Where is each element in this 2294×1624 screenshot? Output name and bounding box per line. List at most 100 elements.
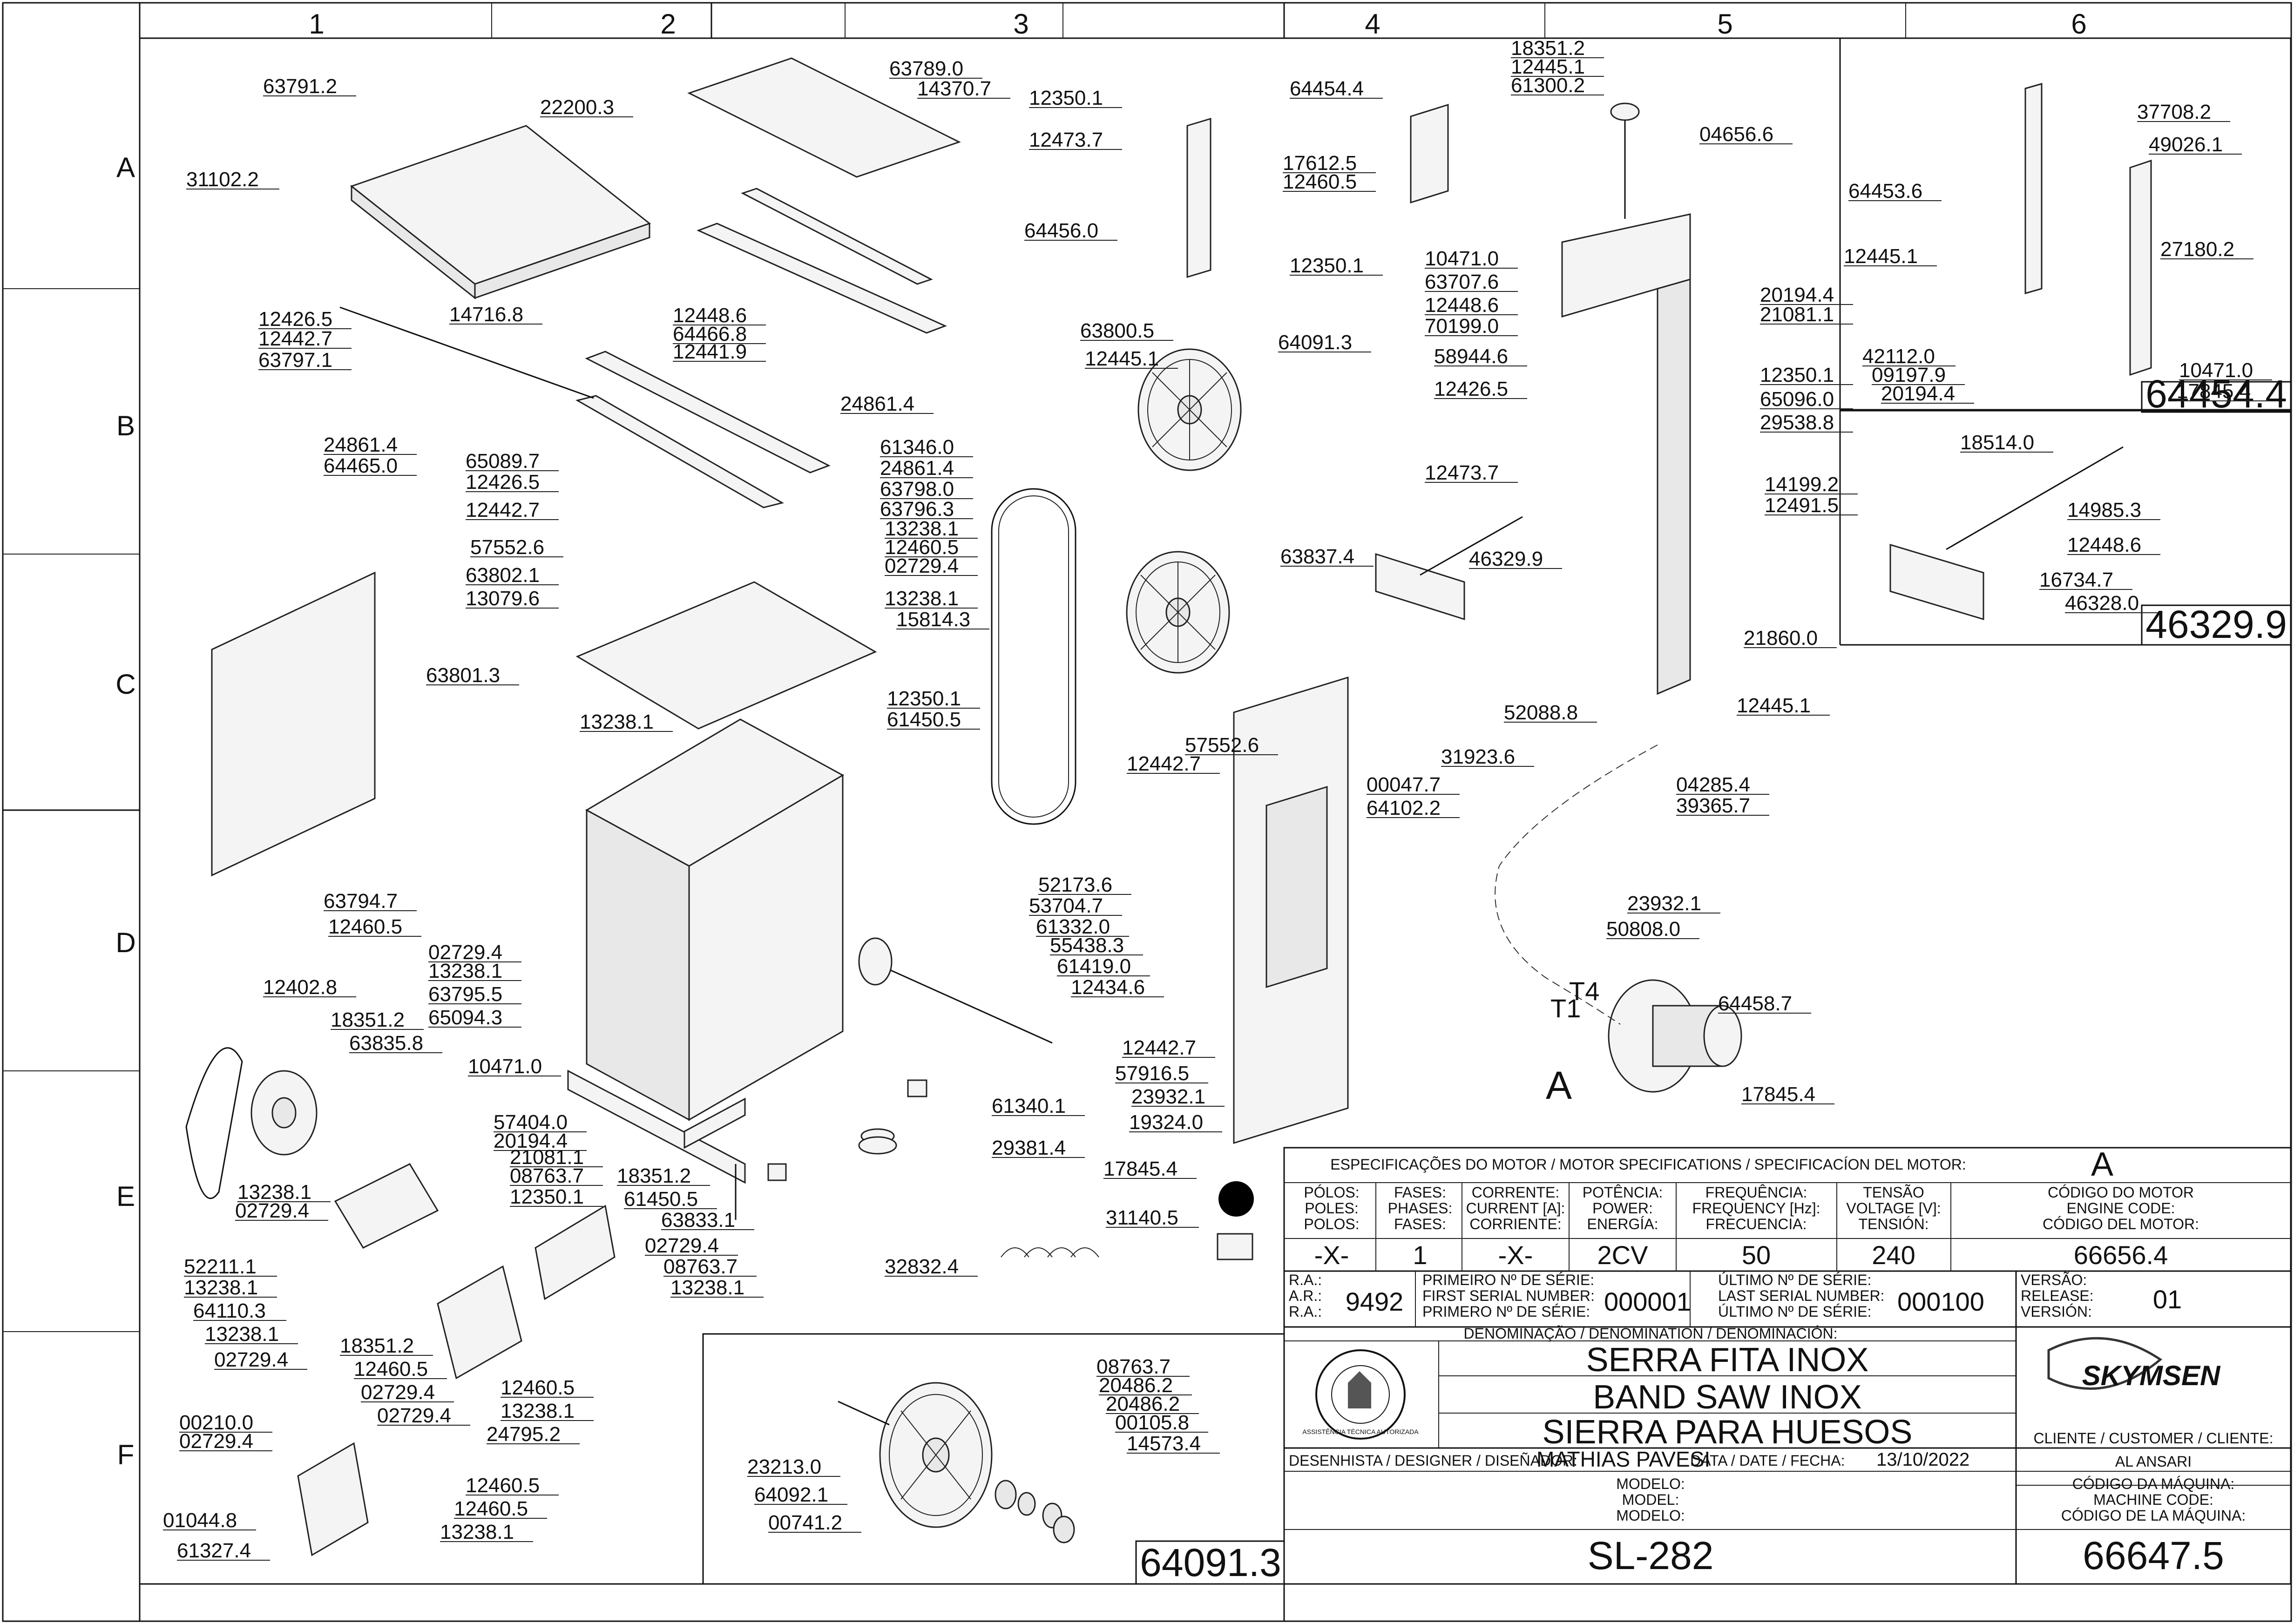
frequency-label-es: FRECUENCIA: (1706, 1216, 1807, 1232)
label-dot (1218, 1181, 1254, 1217)
callout-12445-1: 12445.1 (1737, 694, 1811, 717)
callout-64466-8: 64466.8 (673, 323, 747, 345)
rail-63800 (697, 223, 947, 334)
callout-57552-6: 57552.6 (470, 536, 544, 559)
callout-19324-0: 19324.0 (1129, 1111, 1203, 1134)
callout-42112-0: 42112.0 (1862, 345, 1935, 368)
ra-value: 9492 (1346, 1287, 1404, 1316)
callout-17845-4: 17845.4 (1741, 1083, 1815, 1106)
callout-12460-5: 12460.5 (1283, 170, 1357, 193)
callout-09197-9: 09197.9 (1872, 364, 1946, 386)
callout-02729-4: 02729.4 (179, 1430, 253, 1453)
callout-12442-7: 12442.7 (258, 327, 332, 350)
authorized-service-seal: ASSISTÊNCIA TÉCNICA AUTORIZADA (1302, 1349, 1419, 1440)
inset-id-pulley: 64091.3 (1140, 1541, 1281, 1584)
inset-pulley (838, 1382, 1075, 1543)
current-label-es: CORRIENTE: (1469, 1216, 1561, 1232)
callout-13238-1: 13238.1 (205, 1323, 279, 1346)
callout-20194-4: 20194.4 (494, 1130, 568, 1152)
callout-29381-4: 29381.4 (992, 1137, 1066, 1159)
callout-12448-6: 12448.6 (2067, 534, 2141, 556)
grid-row-b: B (116, 410, 135, 441)
callout-13238-1: 13238.1 (237, 1181, 311, 1204)
callout-14716-8: 14716.8 (449, 303, 523, 326)
bracket-e (334, 1163, 439, 1249)
callout-23932-1: 23932.1 (1627, 892, 1701, 915)
callout-65094-3: 65094.3 (428, 1006, 502, 1029)
ra-label-en: A.R.: (1289, 1287, 1322, 1304)
callout-31923-6: 31923.6 (1441, 745, 1515, 768)
base-plate (575, 581, 877, 730)
designer-value: MATHIAS PAVESI (1536, 1447, 1710, 1471)
callout-02729-4: 02729.4 (214, 1348, 288, 1371)
callout-23213-0: 23213.0 (747, 1455, 821, 1478)
callout-27180-2: 27180.2 (2160, 238, 2234, 261)
callout-12350-1: 12350.1 (510, 1185, 584, 1208)
rod-63797 (339, 306, 594, 399)
callout-20486-2: 20486.2 (1099, 1374, 1173, 1397)
callout-61419-0: 61419.0 (1057, 955, 1131, 978)
callout-02729-4: 02729.4 (361, 1381, 435, 1404)
callout-58944-6: 58944.6 (1434, 345, 1508, 368)
grid-row-a: A (116, 152, 135, 183)
machine-code-label-pt: CÓDIGO DA MÁQUINA: (2072, 1475, 2234, 1492)
callout-31140-5: 31140.5 (1106, 1206, 1178, 1229)
callout-63707-6: 63707.6 (1425, 271, 1499, 293)
callout-63802-1: 63802.1 (466, 564, 540, 587)
callout-12434-6: 12434.6 (1071, 976, 1145, 999)
drive-shaft (866, 958, 1053, 1044)
customer-label: CLIENTE / CUSTOMER / CLIENTE: (2033, 1430, 2273, 1447)
grid-row-c: C (115, 669, 135, 700)
callout-63795-5: 63795.5 (428, 983, 502, 1006)
power-value: 2CV (1597, 1240, 1649, 1270)
callout-12460-5: 12460.5 (885, 536, 959, 559)
callout-12426-5: 12426.5 (466, 471, 540, 494)
callout-20194-4: 20194.4 (1760, 284, 1834, 306)
callout-52088-8: 52088.8 (1504, 701, 1578, 724)
callout-64458-7: 64458.7 (1718, 992, 1792, 1015)
grid-col-1: 1 (309, 8, 324, 40)
callout-50808-0: 50808.0 (1606, 918, 1680, 941)
callout-65096-0: 65096.0 (1760, 388, 1834, 411)
callout-12426-5: 12426.5 (258, 308, 332, 331)
version-label-en: RELEASE: (2021, 1287, 2094, 1304)
frequency-label-en: FREQUENCY [Hz]: (1692, 1200, 1820, 1217)
callout-16734-7: 16734.7 (2039, 568, 2113, 591)
top-cover-tray (350, 125, 651, 285)
callout-22200-3: 22200.3 (540, 96, 614, 119)
voltage-label-es: TENSIÓN: (1858, 1216, 1929, 1232)
callout-64454-4: 64454.4 (1290, 77, 1364, 100)
callout-57916-5: 57916.5 (1115, 1062, 1189, 1085)
callout-21081-1: 21081.1 (1760, 303, 1834, 326)
callout-52211-1: 52211.1 (184, 1255, 257, 1278)
engine-code-value: 66656.4 (2074, 1240, 2168, 1270)
motor-letter: A (2091, 1146, 2113, 1183)
current-label-en: CURRENT [A]: (1466, 1200, 1565, 1217)
wire-label-t4: T4 (1569, 976, 1599, 1006)
engine-code-label-pt: CÓDIGO DO MOTOR (2048, 1184, 2194, 1201)
frequency-label-pt: FREQUÊNCIA: (1705, 1184, 1807, 1201)
callout-24861-4: 24861.4 (840, 392, 914, 415)
callout-17845-4: 17845.4 (2177, 380, 2251, 403)
callout-13238-1: 13238.1 (580, 710, 654, 733)
callout-18351-2: 18351.2 (331, 1008, 405, 1031)
callout-31102-2: 31102.2 (186, 168, 259, 191)
callout-64453-6: 64453.6 (1848, 180, 1922, 203)
model-label-es: MODELO: (1616, 1507, 1685, 1524)
date-label: DATA / DATE / FECHA: (1690, 1452, 1845, 1469)
name-es: SIERRA PARA HUESOS (1543, 1414, 1913, 1451)
callout-12460-5: 12460.5 (354, 1358, 428, 1380)
callout-61450-5: 61450.5 (624, 1188, 698, 1211)
model-value: SL-282 (1588, 1534, 1714, 1577)
callout-61450-5: 61450.5 (887, 708, 961, 731)
callout-65089-7: 65089.7 (466, 450, 540, 473)
grid-row-d: D (115, 927, 135, 958)
callout-10471-0: 10471.0 (2179, 359, 2253, 382)
plate-46329 (1375, 553, 1465, 621)
machine-code-label-en: MACHINE CODE: (2093, 1491, 2213, 1508)
callout-21081-1: 21081.1 (510, 1146, 584, 1169)
svg-text:SKYMSEN: SKYMSEN (2082, 1360, 2221, 1391)
current-value: -X- (1498, 1240, 1533, 1270)
callout-39365-7: 39365.7 (1676, 794, 1750, 817)
